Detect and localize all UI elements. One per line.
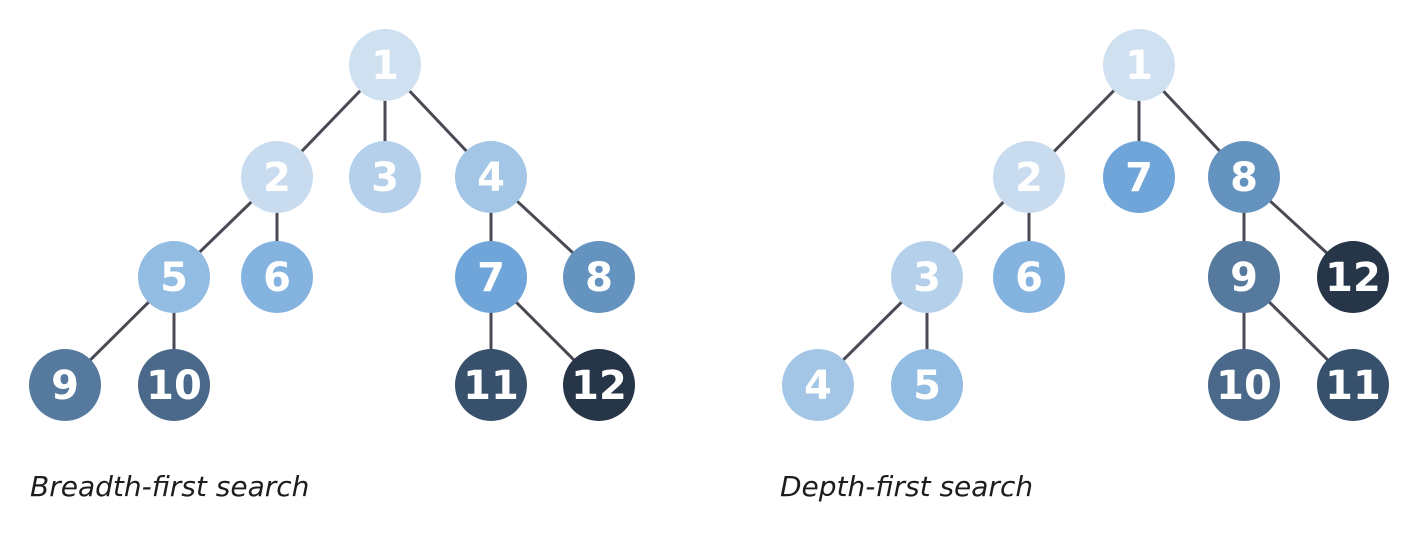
node-7: 7 bbox=[455, 241, 527, 313]
node-circle bbox=[1317, 349, 1389, 421]
node-circle bbox=[29, 349, 101, 421]
node-label: 9 bbox=[1230, 255, 1258, 301]
node-label: 9 bbox=[51, 363, 79, 409]
node-3: 3 bbox=[891, 241, 963, 313]
node-1: 1 bbox=[1103, 29, 1175, 101]
node-circle bbox=[1317, 241, 1389, 313]
bfs-edges bbox=[63, 63, 601, 387]
node-8: 8 bbox=[563, 241, 635, 313]
node-label: 1 bbox=[1125, 43, 1153, 89]
node-2: 2 bbox=[241, 141, 313, 213]
node-label: 4 bbox=[477, 155, 505, 201]
node-circle bbox=[241, 241, 313, 313]
node-8: 8 bbox=[1208, 141, 1280, 213]
node-10: 10 bbox=[1208, 349, 1280, 421]
node-circle bbox=[891, 349, 963, 421]
node-label: 6 bbox=[1015, 255, 1043, 301]
node-label: 11 bbox=[1325, 363, 1381, 409]
node-4: 4 bbox=[782, 349, 854, 421]
node-5: 5 bbox=[891, 349, 963, 421]
node-circle bbox=[241, 141, 313, 213]
node-label: 7 bbox=[1125, 155, 1153, 201]
node-label: 6 bbox=[263, 255, 291, 301]
node-circle bbox=[1208, 241, 1280, 313]
node-circle bbox=[138, 349, 210, 421]
node-circle bbox=[455, 349, 527, 421]
node-circle bbox=[349, 29, 421, 101]
node-circle bbox=[782, 349, 854, 421]
node-label: 2 bbox=[1015, 155, 1043, 201]
node-4: 4 bbox=[455, 141, 527, 213]
node-circle bbox=[563, 241, 635, 313]
node-2: 2 bbox=[993, 141, 1065, 213]
node-9: 9 bbox=[29, 349, 101, 421]
node-label: 1 bbox=[371, 43, 399, 89]
node-label: 3 bbox=[913, 255, 941, 301]
node-6: 6 bbox=[241, 241, 313, 313]
node-11: 11 bbox=[1317, 349, 1389, 421]
node-label: 2 bbox=[263, 155, 291, 201]
node-6: 6 bbox=[993, 241, 1065, 313]
node-circle bbox=[455, 241, 527, 313]
node-circle bbox=[993, 141, 1065, 213]
node-label: 12 bbox=[571, 363, 627, 409]
node-label: 3 bbox=[371, 155, 399, 201]
dfs-caption: Depth-first search bbox=[780, 470, 1034, 503]
node-circle bbox=[455, 141, 527, 213]
node-1: 1 bbox=[349, 29, 421, 101]
node-7: 7 bbox=[1103, 141, 1175, 213]
node-circle bbox=[1103, 29, 1175, 101]
node-circle bbox=[349, 141, 421, 213]
node-label: 12 bbox=[1325, 255, 1381, 301]
node-9: 9 bbox=[1208, 241, 1280, 313]
node-circle bbox=[138, 241, 210, 313]
node-label: 8 bbox=[585, 255, 613, 301]
node-3: 3 bbox=[349, 141, 421, 213]
bfs-caption: Breadth-first search bbox=[30, 470, 310, 503]
node-label: 10 bbox=[1216, 363, 1272, 409]
node-circle bbox=[563, 349, 635, 421]
node-circle bbox=[993, 241, 1065, 313]
node-circle bbox=[1208, 141, 1280, 213]
node-12: 12 bbox=[1317, 241, 1389, 313]
node-label: 5 bbox=[160, 255, 188, 301]
node-label: 11 bbox=[463, 363, 519, 409]
node-label: 8 bbox=[1230, 155, 1258, 201]
node-11: 11 bbox=[455, 349, 527, 421]
node-circle bbox=[1208, 349, 1280, 421]
node-circle bbox=[1103, 141, 1175, 213]
node-5: 5 bbox=[138, 241, 210, 313]
node-label: 4 bbox=[804, 363, 832, 409]
dfs-edges bbox=[816, 63, 1355, 387]
node-12: 12 bbox=[563, 349, 635, 421]
node-circle bbox=[891, 241, 963, 313]
node-label: 7 bbox=[477, 255, 505, 301]
node-10: 10 bbox=[138, 349, 210, 421]
node-label: 10 bbox=[146, 363, 202, 409]
node-label: 5 bbox=[913, 363, 941, 409]
